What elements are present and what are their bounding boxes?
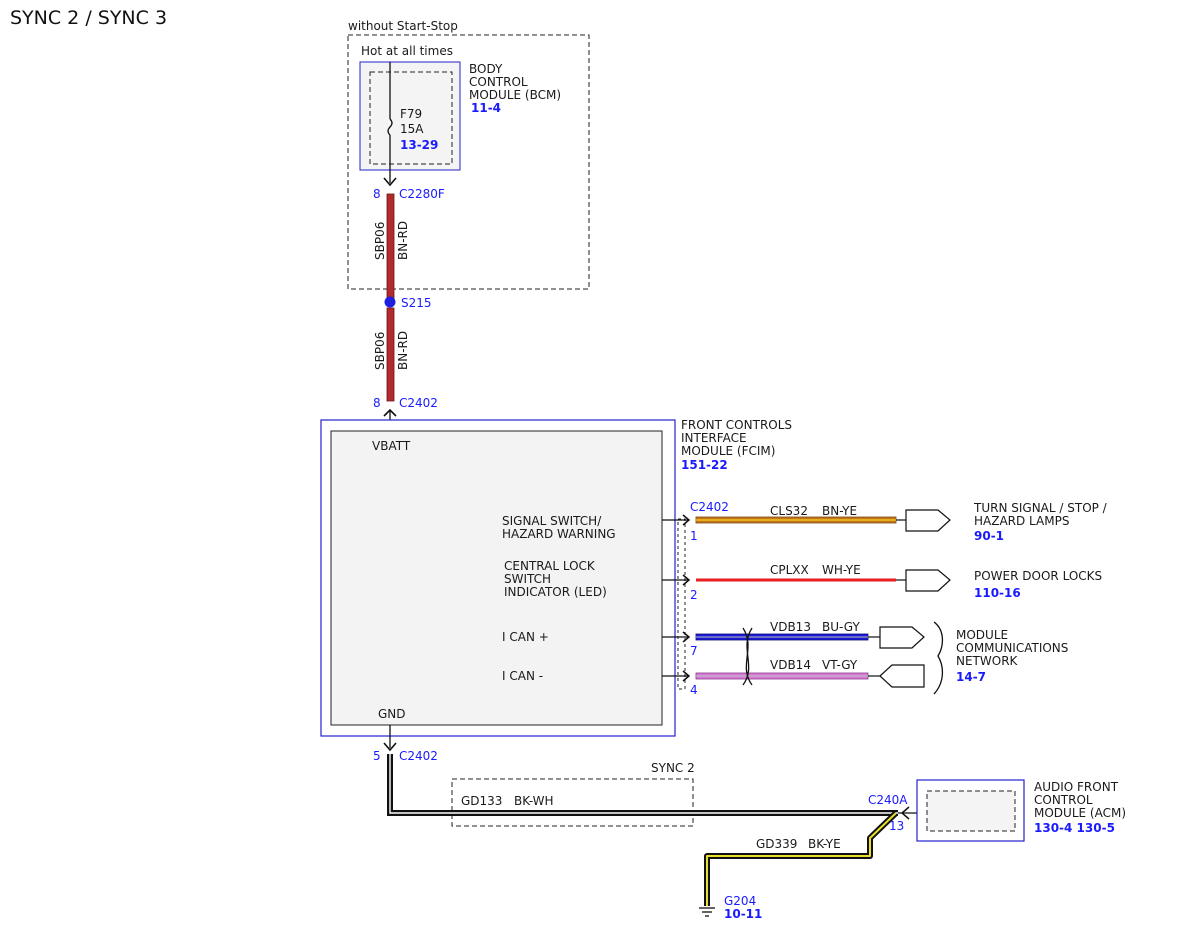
bcm-name-line1: BODY	[469, 62, 503, 76]
c2402-output-connector-label: C2402	[690, 500, 729, 514]
wire-sbp06-upper-color: BN-RD	[396, 221, 410, 260]
network-ref[interactable]: 14-7	[956, 670, 986, 684]
power-door-locks-dest: POWER DOOR LOCKS	[974, 569, 1102, 583]
turn-signal-dest-line2: HAZARD LAMPS	[974, 514, 1069, 528]
signal-switch-label-1: SIGNAL SWITCH/	[502, 514, 602, 528]
ican-plus-destination-arrow[interactable]	[879, 626, 925, 649]
acm-ref[interactable]: 130-4 130-5	[1034, 821, 1115, 835]
twisted-pair-symbol-b	[742, 627, 753, 686]
c2402-gnd-connector-symbol	[383, 742, 397, 752]
acm-name-line3: MODULE (ACM)	[1034, 806, 1126, 820]
fuse-f79-symbol	[387, 118, 393, 136]
wire-3-pin: 7	[690, 644, 698, 658]
fcim-name-line2: INTERFACE	[681, 431, 747, 445]
wire-sbp06-upper-circuit: SBP06	[373, 222, 387, 260]
wire-3-connector-symbol	[682, 631, 691, 643]
bcm-name-line2: CONTROL	[469, 75, 528, 89]
central-lock-label-1: CENTRAL LOCK	[504, 559, 596, 573]
fcim-ref[interactable]: 151-22	[681, 458, 728, 472]
ican-minus-label: I CAN -	[502, 669, 543, 683]
c2280f-connector-symbol	[383, 177, 397, 187]
bcm-module-box	[359, 61, 461, 171]
wire-2-circuit: CPLXX	[770, 563, 809, 577]
turn-signal-destination-arrow[interactable]	[905, 509, 951, 532]
sync2-label: SYNC 2	[651, 761, 695, 775]
wire-2-connector-symbol	[682, 574, 691, 586]
wire-3-circuit: VDB13	[770, 620, 811, 634]
acm-inner-box	[926, 790, 1016, 832]
wire-gd133-stripe	[389, 754, 898, 814]
ican-plus-label: I CAN +	[502, 630, 549, 644]
signal-switch-label-2: HAZARD WARNING	[502, 527, 616, 541]
network-label-line2: COMMUNICATIONS	[956, 641, 1068, 655]
splice-s215-label: S215	[401, 296, 432, 310]
central-lock-label-2: SWITCH	[504, 572, 551, 586]
wire-gd339[interactable]	[704, 810, 899, 906]
c2402-vbatt-connector: C2402	[399, 396, 438, 410]
c2402-output-connector-bracket	[677, 518, 686, 690]
wire-2-color: WH-YE	[822, 563, 861, 577]
ican-minus-destination-arrow[interactable]	[879, 664, 925, 688]
wire-gd339-stripe	[706, 812, 897, 906]
start-stop-caption: without Start-Stop	[348, 19, 458, 33]
wire-1-color: BN-YE	[822, 504, 857, 518]
c2402-vbatt-pin: 8	[373, 396, 381, 410]
wire-sbp06-lower[interactable]	[386, 307, 395, 402]
fuse-ref[interactable]: 13-29	[400, 138, 438, 152]
fcim-vbatt-label: VBATT	[372, 439, 411, 453]
wire-gd133-color: BK-WH	[514, 794, 554, 808]
turn-signal-ref[interactable]: 90-1	[974, 529, 1004, 543]
power-door-locks-destination-arrow[interactable]	[905, 569, 951, 592]
splice-s215[interactable]	[384, 296, 396, 308]
c2402-gnd-connector: C2402	[399, 749, 438, 763]
c2280f-pin: 8	[373, 187, 381, 201]
c2280f-connector-label: C2280F	[399, 187, 445, 201]
wire-3-color: BU-GY	[822, 620, 860, 634]
diagram-title: SYNC 2 / SYNC 3	[10, 7, 167, 29]
twisted-pair-symbol-a	[742, 627, 753, 686]
network-label-line1: MODULE	[956, 628, 1008, 642]
wire-sbp06-upper[interactable]	[386, 193, 395, 302]
network-brace	[933, 621, 944, 695]
wire-sbp06-lower-circuit: SBP06	[373, 332, 387, 370]
fuse-name: F79	[400, 107, 422, 121]
turn-signal-dest-line1: TURN SIGNAL / STOP /	[973, 501, 1108, 515]
wire-gd133-circuit: GD133	[461, 794, 502, 808]
power-door-locks-ref[interactable]: 110-16	[974, 586, 1021, 600]
acm-name-line1: AUDIO FRONT	[1034, 780, 1119, 794]
bcm-ref[interactable]: 11-4	[471, 101, 501, 115]
network-label-line3: NETWORK	[956, 654, 1019, 668]
wire-sbp06-lower-color: BN-RD	[396, 331, 410, 370]
acm-name-line2: CONTROL	[1034, 793, 1093, 807]
wire-2-pin: 2	[690, 588, 698, 602]
start-stop-group-box	[347, 34, 590, 290]
fcim-module-inner	[330, 430, 663, 726]
c240a-connector-symbol	[900, 806, 910, 820]
fcim-name-line3: MODULE (FCIM)	[681, 444, 775, 458]
wire-1-circuit: CLS32	[770, 504, 808, 518]
ground-g204-ref[interactable]: 10-11	[724, 907, 762, 921]
wire-1-pin: 1	[690, 529, 698, 543]
wire-1-connector-symbol	[682, 514, 691, 526]
sync2-option-box	[451, 778, 694, 827]
bcm-name-line3: MODULE (BCM)	[469, 88, 561, 102]
wire-4-pin: 4	[690, 683, 698, 697]
wire-4-connector-symbol	[682, 670, 691, 682]
fuse-amp: 15A	[400, 122, 424, 136]
bcm-inner-box	[369, 71, 453, 165]
c240a-connector-label: C240A	[868, 793, 908, 807]
ground-g204-label[interactable]: G204	[724, 894, 756, 908]
central-lock-label-3: INDICATOR (LED)	[504, 585, 607, 599]
fcim-name-line1: FRONT CONTROLS	[681, 418, 792, 432]
c240a-pin: 13	[889, 819, 904, 833]
fcim-gnd-label: GND	[378, 707, 406, 721]
wire-4-color: VT-GY	[822, 658, 858, 672]
wire-4-circuit: VDB14	[770, 658, 811, 672]
c2402-gnd-pin: 5	[373, 749, 381, 763]
wire-gd339-circuit: GD339	[756, 837, 797, 851]
wire-gd339-color: BK-YE	[808, 837, 841, 851]
hot-at-all-times-label: Hot at all times	[361, 44, 453, 58]
